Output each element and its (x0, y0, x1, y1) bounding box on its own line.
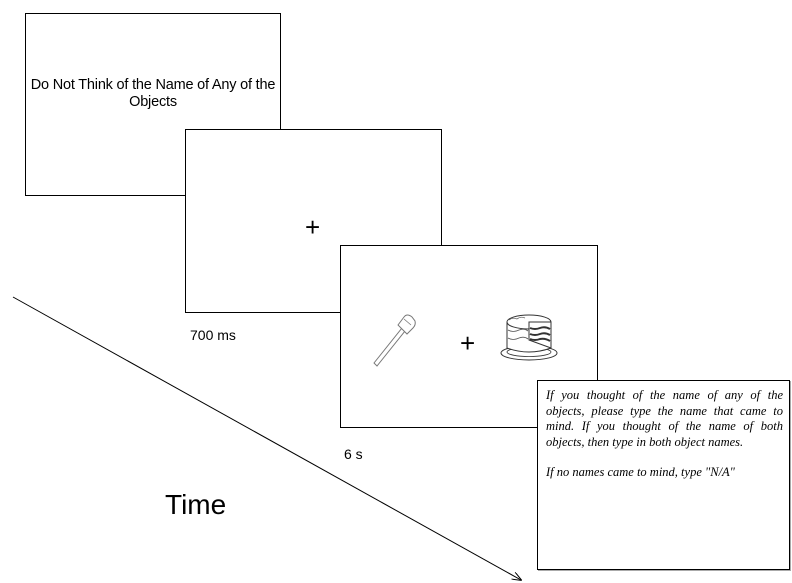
time-axis-label: Time (165, 489, 227, 520)
response-panel: If you thought of the name of any of the… (537, 380, 790, 570)
instruction-text: Do Not Think of the Name of Any of the O… (30, 77, 276, 110)
stimulus-duration-label: 6 s (344, 446, 363, 462)
cake-icon (500, 314, 558, 361)
axe-icon (373, 314, 416, 367)
fixation-duration-label: 700 ms (190, 327, 236, 343)
stimulus-fixation-cross: + (460, 328, 476, 358)
response-paragraph-1: If you thought of the name of any of the… (546, 388, 783, 449)
fixation-cross: + (305, 212, 321, 242)
response-instructions: If you thought of the name of any of the… (546, 388, 783, 481)
response-paragraph-2: If no names came to mind, type "N/A" (546, 465, 735, 479)
